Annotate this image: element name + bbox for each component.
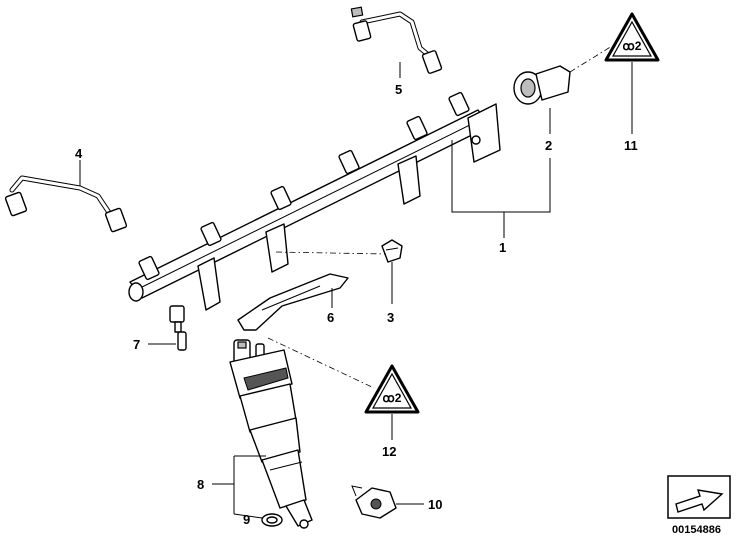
bolt-3 — [381, 239, 403, 263]
callout-7: 7 — [133, 337, 140, 352]
leader-lines — [79, 45, 633, 519]
sensor-7 — [169, 305, 187, 351]
callout-4: 4 — [75, 146, 83, 161]
clip-10 — [351, 485, 397, 519]
callout-12: 12 — [382, 444, 396, 459]
callout-2: 2 — [545, 138, 552, 153]
callout-9: 9 — [243, 512, 250, 527]
callout-11: 11 — [624, 138, 638, 153]
catalog-badge: 00154886 — [667, 475, 731, 536]
seal-ring-9 — [261, 513, 283, 527]
callout-5: 5 — [395, 82, 402, 97]
warning-triangle-11: ꝏ2 — [604, 12, 660, 62]
svg-text:ꝏ2: ꝏ2 — [623, 39, 642, 53]
callout-8: 8 — [197, 477, 204, 492]
damper-2 — [513, 65, 571, 105]
injector-8 — [229, 339, 313, 529]
rail-ports — [138, 91, 470, 281]
fuel-rail-1 — [128, 91, 501, 311]
fuel-line-4 — [4, 175, 128, 233]
callout-3: 3 — [387, 310, 394, 325]
callout-10: 10 — [428, 497, 442, 512]
rail-brackets — [197, 103, 501, 311]
warning-triangle-12: ꝏ2 — [364, 364, 420, 414]
bracket-6 — [237, 273, 349, 331]
callout-labels: 1 2 3 4 5 6 7 8 9 10 11 12 — [75, 82, 638, 527]
catalog-number: 00154886 — [672, 524, 721, 536]
svg-text:ꝏ2: ꝏ2 — [383, 391, 402, 405]
callout-1: 1 — [499, 240, 506, 255]
arrow-icon — [675, 489, 724, 513]
callout-6: 6 — [327, 310, 334, 325]
fuel-line-5 — [350, 6, 443, 74]
